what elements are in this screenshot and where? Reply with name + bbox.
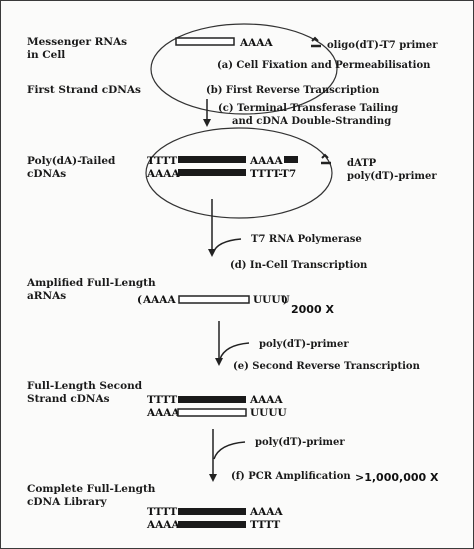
stage-label-complete-b: cDNA Library xyxy=(27,496,107,508)
stage-label-complete: Complete Full-Length xyxy=(27,483,156,495)
arrow-e-head xyxy=(215,358,223,366)
second-strand-cdna xyxy=(178,396,246,403)
cell-outline-middle xyxy=(145,127,333,219)
seq-aaaa: AAAA xyxy=(146,168,180,180)
seq-tttt: TTTT xyxy=(250,519,280,531)
seq-aaaa: AAAA xyxy=(146,519,180,531)
seq-uuuu: UUUU xyxy=(253,294,290,306)
stage-label-second-strand: Full-Length Second xyxy=(27,380,143,392)
seq-tttt: TTTT xyxy=(147,394,177,406)
arrow-f-head xyxy=(209,474,217,482)
poly-da-tail xyxy=(284,156,298,163)
primer-curve-e xyxy=(219,342,250,360)
stage-label-arna-b: aRNAs xyxy=(27,290,66,302)
seq-aaaa: AAAA xyxy=(146,407,180,419)
cdna-strand-bottom xyxy=(178,169,246,176)
step-c-label-2: and cDNA Double-Stranding xyxy=(232,116,391,127)
arna-template-strand xyxy=(177,408,247,417)
seq-tttt-t7: TTTT-T7 xyxy=(250,168,296,180)
seq-tttt: TTTT xyxy=(147,155,177,167)
reagent-poly-dt-primer: poly(dT)-primer xyxy=(347,171,437,182)
seq-aaaa: AAAA xyxy=(249,394,283,406)
seq-aaaa: AAAA xyxy=(249,506,283,518)
library-strand-bottom xyxy=(178,521,246,528)
reagent-oligo-dt-t7: oligo(dT)-T7 primer xyxy=(327,40,438,51)
stage-label-polyda: Poly(dA)-Tailed xyxy=(27,155,116,167)
mrna-strand xyxy=(175,37,235,46)
step-d-label: (d) In-Cell Transcription xyxy=(230,260,368,271)
step-b-label: (b) First Reverse Transcription xyxy=(206,85,380,96)
reagent-datp: dATP xyxy=(347,158,377,169)
primer-glyph xyxy=(311,36,319,42)
seq-uuuu: UUUU xyxy=(250,407,287,419)
stage-label-mrna-in-cell: in Cell xyxy=(27,49,65,61)
stage-label-second-strand-b: Strand cDNAs xyxy=(27,393,110,405)
step-c-label: (c) Terminal Transferase Tailing xyxy=(218,103,398,114)
cell-outline-top xyxy=(150,23,338,115)
amplification-2000x: 2000 X xyxy=(291,303,334,316)
amplification-1000000x: >1,000,000 X xyxy=(355,471,439,484)
library-strand-top xyxy=(178,508,246,515)
seq-aaaa: AAAA xyxy=(239,37,273,49)
stage-label-polyda-cdnas: cDNAs xyxy=(27,168,66,180)
paren-open: ( xyxy=(137,294,142,306)
datp-glyph xyxy=(321,153,329,159)
stage-label-arna: Amplified Full-Length xyxy=(26,277,156,289)
seq-aaaa: AAAA xyxy=(142,294,176,306)
step-f-label: (f) PCR Amplification xyxy=(231,471,351,482)
reagent-poly-dt-primer-3: poly(dT)-primer xyxy=(255,437,345,448)
seq-tttt: TTTT xyxy=(147,506,177,518)
stage-label-mrna: Messenger RNAs xyxy=(27,36,127,48)
step-a-label: (a) Cell Fixation and Permeabilisation xyxy=(217,60,431,71)
arna-strand xyxy=(178,295,250,304)
stage-label-first-strand: First Strand cDNAs xyxy=(27,84,141,96)
reagent-poly-dt-primer-2: poly(dT)-primer xyxy=(259,339,349,350)
seq-aaaa: AAAA xyxy=(249,155,283,167)
step-e-label: (e) Second Reverse Transcription xyxy=(233,361,421,372)
paren-close: ) xyxy=(283,294,288,306)
reagent-t7-polymerase: T7 RNA Polymerase xyxy=(251,234,362,245)
enzyme-curve-d xyxy=(212,238,242,254)
cdna-strand-top xyxy=(178,156,246,163)
primer-curve-f xyxy=(213,441,246,460)
arrow-b-head xyxy=(203,119,211,127)
